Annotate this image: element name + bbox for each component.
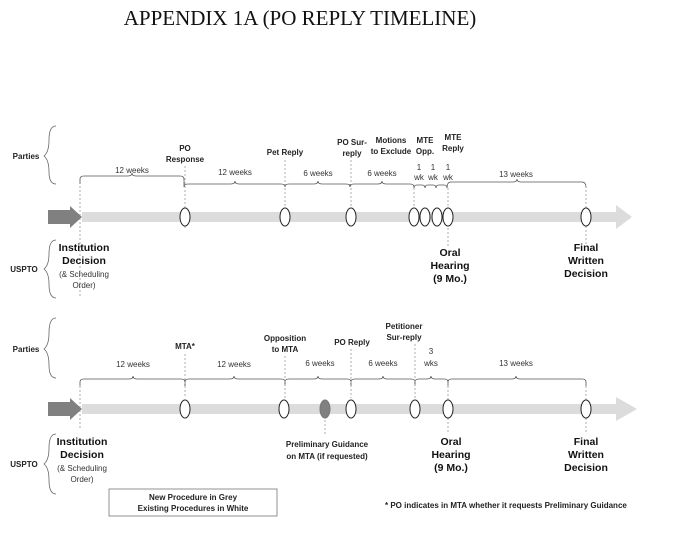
interval-label: 3 xyxy=(429,347,434,356)
interval-label: 6 weeks xyxy=(303,169,332,178)
event-po-response: PO xyxy=(179,144,191,153)
event-po-sur-reply: PO Sur- xyxy=(337,138,367,147)
event-ovals-1 xyxy=(179,207,592,227)
institution-decision-2: Institution xyxy=(57,436,108,448)
event-motions-to-exclude: to Exclude xyxy=(371,147,412,156)
timeline-arrowhead-1 xyxy=(616,205,632,229)
interval-label: 12 weeks xyxy=(217,360,251,369)
event-guide-lines-2 xyxy=(79,344,587,434)
event-mte-reply: Reply xyxy=(442,144,464,153)
uspto-label-2: USPTO xyxy=(10,460,37,469)
event-pet-reply: Pet Reply xyxy=(267,148,304,157)
scheduling-order-1: (& Scheduling xyxy=(59,270,109,279)
final-written-decision-1: Decision xyxy=(564,268,608,280)
event-petitioner-sur-reply: Petitioner xyxy=(386,322,423,331)
uspto-brace-2 xyxy=(43,433,57,495)
oral-hearing-1: Hearing xyxy=(430,260,469,272)
oral-hearing-2: Hearing xyxy=(431,449,470,461)
event-mta: MTA* xyxy=(175,342,196,351)
interval-label: wk xyxy=(427,173,439,182)
interval-braces-2 xyxy=(79,375,587,386)
interval-label: 12 weeks xyxy=(116,360,150,369)
event-motions-to-exclude: Motions xyxy=(376,136,407,145)
timeline-start-arrow-2 xyxy=(48,398,82,420)
interval-label: 13 weeks xyxy=(499,170,533,179)
interval-label: 6 weeks xyxy=(305,359,334,368)
interval-label: 6 weeks xyxy=(367,169,396,178)
final-written-decision-1: Written xyxy=(568,255,604,267)
event-mte-opp: Opp. xyxy=(416,147,434,156)
interval-label: wks xyxy=(423,359,438,368)
uspto-brace-1 xyxy=(43,239,57,299)
preliminary-guidance-label: on MTA (if requested) xyxy=(286,452,368,461)
institution-decision-1: Decision xyxy=(62,255,106,267)
parties-label-2: Parties xyxy=(13,345,40,354)
interval-label: wk xyxy=(413,173,425,182)
scheduling-order-2: Order) xyxy=(70,475,93,484)
legend-new-procedure: New Procedure in Grey xyxy=(149,493,238,502)
interval-label: wk xyxy=(442,173,454,182)
preliminary-guidance-label: Preliminary Guidance xyxy=(286,440,369,449)
event-ovals-2 xyxy=(179,399,592,419)
event-mte-opp: MTE xyxy=(417,136,435,145)
scheduling-order-2: (& Scheduling xyxy=(57,464,107,473)
interval-label: 1 xyxy=(417,163,422,172)
parties-brace-1 xyxy=(43,125,57,185)
parties-brace-2 xyxy=(43,317,57,379)
event-petitioner-sur-reply: Sur-reply xyxy=(386,333,422,342)
oral-hearing-2: Oral xyxy=(440,436,461,448)
event-po-reply: PO Reply xyxy=(334,338,370,347)
final-written-decision-2: Final xyxy=(574,436,599,448)
preliminary-guidance-oval xyxy=(319,399,331,419)
uspto-label-1: USPTO xyxy=(10,265,37,274)
event-po-sur-reply: reply xyxy=(342,149,362,158)
scheduling-order-1: Order) xyxy=(72,281,95,290)
event-opposition-to-mta: to MTA xyxy=(272,345,299,354)
footnote: * PO indicates in MTA whether it request… xyxy=(385,501,627,510)
event-guide-lines-1 xyxy=(79,160,587,296)
interval-label: 1 xyxy=(446,163,451,172)
interval-label: 12 weeks xyxy=(115,166,149,175)
oral-hearing-2: (9 Mo.) xyxy=(434,462,468,474)
interval-label: 12 weeks xyxy=(218,168,252,177)
event-opposition-to-mta: Opposition xyxy=(264,334,306,343)
event-mte-reply: MTE xyxy=(445,133,463,142)
event-po-response: Response xyxy=(166,155,205,164)
parties-label-1: Parties xyxy=(13,152,40,161)
final-written-decision-2: Decision xyxy=(564,462,608,474)
interval-braces-1 xyxy=(79,172,587,189)
oral-hearing-1: Oral xyxy=(439,247,460,259)
page-title: APPENDIX 1A (PO REPLY TIMELINE) xyxy=(123,6,477,30)
timeline-arrowhead-2 xyxy=(616,397,637,421)
interval-label: 1 xyxy=(431,163,436,172)
interval-label: 6 weeks xyxy=(368,359,397,368)
legend-box xyxy=(108,488,278,517)
institution-decision-2: Decision xyxy=(60,449,104,461)
final-written-decision-2: Written xyxy=(568,449,604,461)
institution-decision-1: Institution xyxy=(59,242,110,254)
interval-label: 13 weeks xyxy=(499,359,533,368)
oral-hearing-1: (9 Mo.) xyxy=(433,273,467,285)
legend-existing-procedures: Existing Procedures in White xyxy=(138,504,249,513)
final-written-decision-1: Final xyxy=(574,242,599,254)
timeline-start-arrow-1 xyxy=(48,206,82,228)
